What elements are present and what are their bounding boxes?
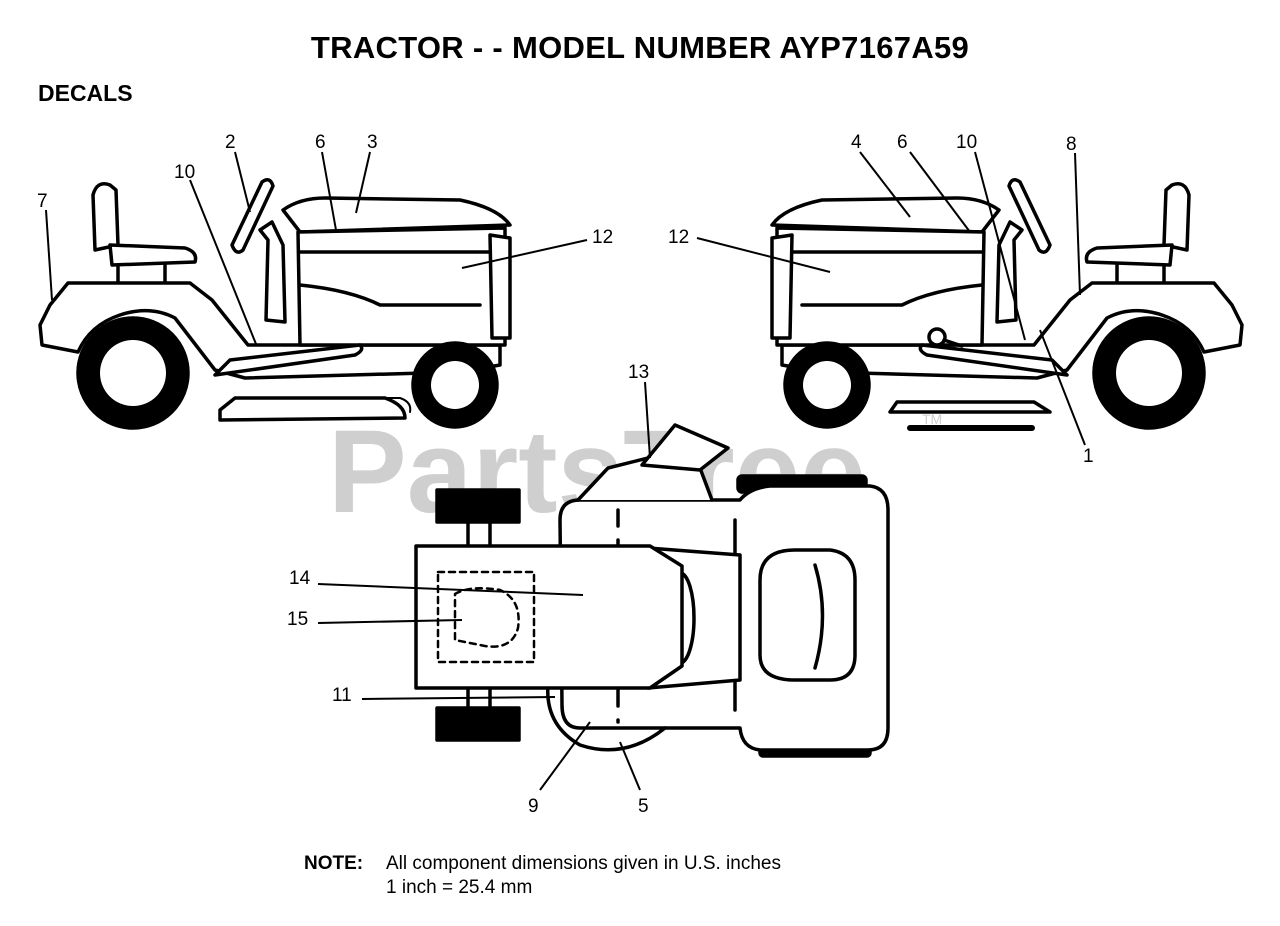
callout-3: 3 [367,132,378,153]
callout-numbers: 7 2 10 6 3 12 12 4 6 10 8 1 13 14 15 11 … [37,132,1094,817]
callout-10-left: 10 [174,162,195,183]
watermark-tm: TM [922,411,942,427]
tractor-left-view [38,178,512,430]
callout-8: 8 [1066,134,1077,155]
section-label: DECALS [38,80,133,106]
dimension-note: NOTE: All component dimensions given in U… [304,852,781,900]
callout-4: 4 [851,132,862,153]
callout-5: 5 [638,796,649,817]
callout-7: 7 [37,191,48,212]
callout-12-right: 12 [668,227,689,248]
callout-12-left: 12 [592,227,613,248]
callout-10-right: 10 [956,132,977,153]
note-label: NOTE: [304,853,364,874]
callout-11: 11 [332,685,352,706]
callout-6-left: 6 [315,132,326,153]
tractor-right-view [770,178,1244,431]
callout-6-right: 6 [897,132,908,153]
note-line-2: 1 inch = 25.4 mm [386,877,533,898]
callout-13: 13 [628,362,649,383]
callout-1: 1 [1083,446,1094,467]
note-line-1: All component dimensions given in U.S. i… [386,853,781,874]
leader-lines [45,151,1086,791]
callout-2: 2 [225,132,236,153]
tractor-top-view [414,423,890,758]
callout-15: 15 [287,609,308,630]
callout-9: 9 [528,796,539,817]
callout-14: 14 [289,568,311,589]
diagram-title: TRACTOR - - MODEL NUMBER AYP7167A59 [310,30,970,65]
